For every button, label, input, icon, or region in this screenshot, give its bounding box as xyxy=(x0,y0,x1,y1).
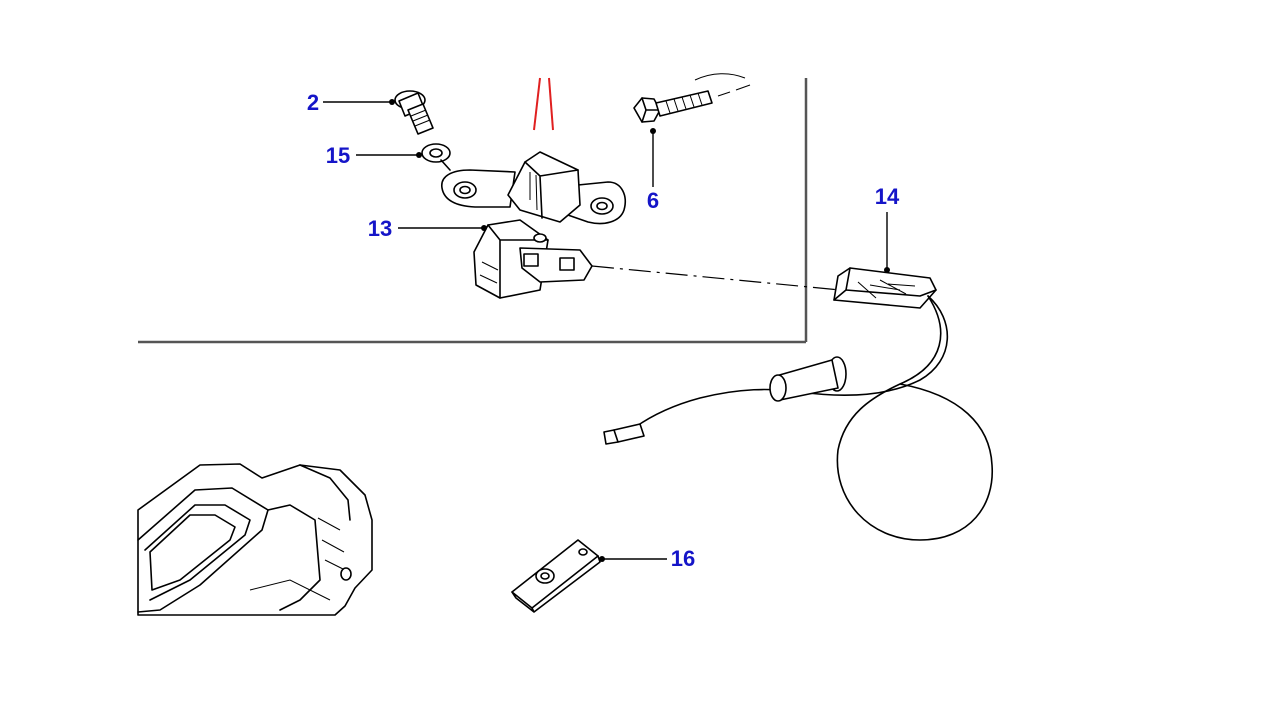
callout-6: 6 xyxy=(647,188,659,213)
part-6-bolt xyxy=(633,73,751,123)
callout-15: 15 xyxy=(326,143,350,168)
part-16-clip-plate xyxy=(511,539,601,613)
part-15-washer xyxy=(421,143,451,171)
connection-centerline xyxy=(591,265,841,291)
leader-lines xyxy=(323,99,890,562)
callout-14: 14 xyxy=(875,184,900,209)
housing-component xyxy=(137,463,373,616)
inset-frame xyxy=(138,78,808,344)
part-13-bracket xyxy=(441,151,626,299)
callout-13: 13 xyxy=(368,216,392,241)
callout-labels: 2 15 13 6 14 16 xyxy=(307,90,900,571)
callout-2: 2 xyxy=(307,90,319,115)
callout-16: 16 xyxy=(671,546,695,571)
red-reference-lines xyxy=(533,77,554,131)
part-14-harness xyxy=(603,267,993,541)
part-2-screw xyxy=(394,90,434,135)
